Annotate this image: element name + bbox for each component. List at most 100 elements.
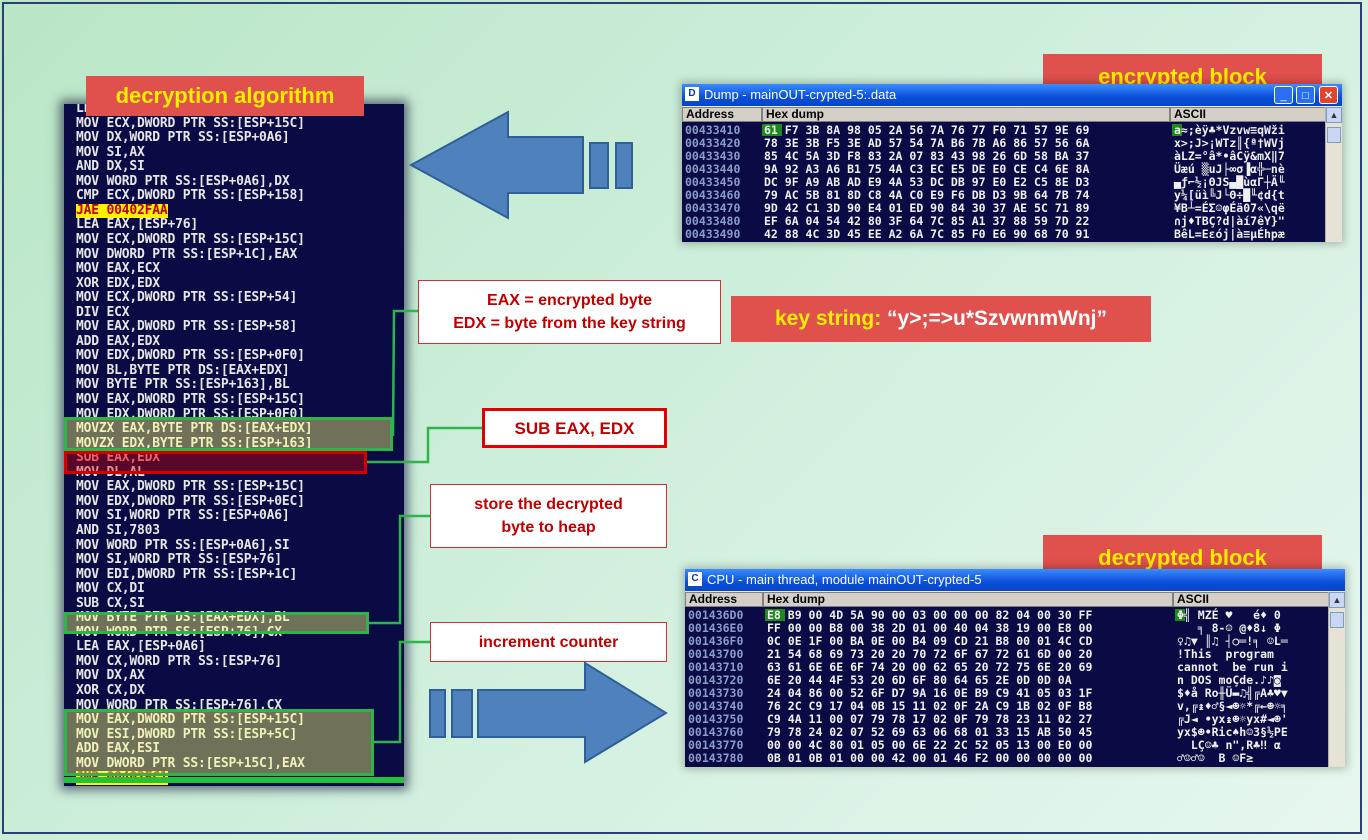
asm-line[interactable]: MOV EAX,DWORD PTR SS:[ESP+58] xyxy=(76,319,298,335)
dump-address-header[interactable]: Address xyxy=(682,107,762,122)
asm-line[interactable]: CMP ECX,DWORD PTR SS:[ESP+158] xyxy=(76,188,305,204)
hex-row-bytes: 21 54 68 69 73 20 20 70 72 6F 67 72 61 6… xyxy=(767,647,1093,661)
hex-row-ascii: ♂☺♂☺ B ☺F≥ xyxy=(1177,751,1288,765)
cpu-body[interactable]: 001436D0 E8 B9 00 4D 5A 90 00 03 00 00 00… xyxy=(685,607,1329,767)
asm-line[interactable]: DIV ECX xyxy=(76,304,130,320)
hex-row-address: 00143780 xyxy=(688,751,744,765)
hex-row-ascii: ▄ƒ⌐½¡ΘJS▄█ùαΓ┼Ä╙ xyxy=(1174,175,1285,189)
hex-row-bytes: 79 78 24 02 07 52 69 63 06 68 01 33 15 A… xyxy=(767,725,1093,739)
selected-byte-highlight xyxy=(1175,609,1185,621)
dump-window-icon: D xyxy=(685,87,699,101)
asm-line[interactable]: AND SI,7803 xyxy=(76,522,160,538)
cpu-ascii-header[interactable]: ASCII xyxy=(1173,592,1329,607)
hex-row-ascii: a≈;èÿ♣*Vzvw≡qWži xyxy=(1174,123,1285,137)
key-string-value: “y>;=>u*SzvwnmWnj” xyxy=(887,307,1107,330)
asm-line[interactable]: MOV EAX,DWORD PTR SS:[ESP+15C] xyxy=(76,392,305,407)
asm-line[interactable]: AND DX,SI xyxy=(76,159,145,175)
scroll-thumb[interactable] xyxy=(1330,612,1344,628)
dump-ascii-header[interactable]: ASCII xyxy=(1170,107,1326,122)
hex-row-bytes: C9 4A 11 00 07 79 78 17 02 0F 79 78 23 1… xyxy=(767,712,1093,726)
asm-line[interactable]: MOV BL,BYTE PTR DS:[EAX+EDX] xyxy=(76,362,290,378)
asm-line[interactable]: MOV ECX,DWORD PTR SS:[ESP+15C] xyxy=(76,231,305,247)
store-note-line2: byte to heap xyxy=(501,519,596,536)
asm-line[interactable]: MOV EAX,DWORD PTR SS:[ESP+15C] xyxy=(76,479,305,495)
asm-line[interactable]: XOR EDX,EDX xyxy=(76,275,160,291)
scroll-up-icon[interactable]: ▲ xyxy=(1326,107,1342,123)
scroll-up-icon[interactable]: ▲ xyxy=(1329,592,1345,608)
asm-line[interactable]: MOV EDI,DWORD PTR SS:[ESP+1C] xyxy=(76,566,298,582)
asm-line[interactable]: MOV CX,DI xyxy=(76,581,145,597)
asm-line[interactable]: MOV WORD PTR SS:[ESP+76],CX xyxy=(76,697,282,713)
asm-line[interactable]: MOV EAX,ECX xyxy=(76,261,160,277)
asm-line[interactable]: MOV ECX,DWORD PTR SS:[ESP+54] xyxy=(76,290,298,306)
asm-line[interactable]: MOV WORD PTR SS:[ESP+0A6],SI xyxy=(76,537,290,553)
cpu-scrollbar[interactable]: ▲ xyxy=(1328,592,1345,767)
asm-line[interactable]: MOV EDX,DWORD PTR SS:[ESP+0EC] xyxy=(76,493,305,509)
asm-line[interactable]: MOV DWORD PTR SS:[ESP+1C],EAX xyxy=(76,246,298,262)
asm-line[interactable]: MOV BYTE PTR SS:[ESP+163],BL xyxy=(76,377,290,393)
asm-line[interactable]: MOV DWORD PTR SS:[ESP+15C],EAX xyxy=(76,755,305,771)
asm-line[interactable]: MOV CX,WORD PTR SS:[ESP+76] xyxy=(76,653,282,669)
asm-line[interactable]: JAE 00402FAA xyxy=(76,202,168,218)
hex-row-ascii: ╕ 8-☺ @♦8↓ Φ xyxy=(1177,621,1288,635)
asm-line[interactable]: LEA EAX,[ESP+0A6] xyxy=(76,639,206,655)
cpu-window-icon: C xyxy=(688,572,702,586)
asm-line[interactable]: MOV WORD PTR SS:[ESP+0A6],DX xyxy=(76,173,290,189)
hex-row-ascii: Üæú ▒uJ├∞σ▐α╬─nè xyxy=(1174,162,1285,176)
maximize-button[interactable]: □ xyxy=(1296,86,1315,104)
store-note-line1: store the decrypted xyxy=(474,496,623,513)
dump-scrollbar[interactable]: ▲ xyxy=(1325,107,1342,242)
hex-row-ascii: y¼[üì╚J└Θ÷█╙¢d{t xyxy=(1174,188,1285,202)
hex-row-ascii: àLZ=°â*•âCÿ&mX‖7 xyxy=(1174,149,1285,163)
asm-line[interactable]: MOV DX,AX xyxy=(76,668,145,684)
hex-row-address: 00143770 xyxy=(688,738,744,752)
hex-row-ascii: Φ╣ MZÉ ♥ é♦ 0 xyxy=(1177,608,1288,622)
asm-line[interactable]: MOV SI,AX xyxy=(76,144,145,160)
hex-row-bytes: E8 B9 00 4D 5A 90 00 03 00 00 00 82 04 0… xyxy=(767,608,1093,622)
eax-note: EAX = encrypted byte xyxy=(487,292,652,309)
highlight-increment xyxy=(64,709,374,776)
asm-line[interactable]: SUB EAX,EDX xyxy=(76,450,160,466)
scroll-thumb[interactable] xyxy=(1327,127,1341,143)
minimize-button[interactable]: _ xyxy=(1274,86,1293,104)
dump-titlebar[interactable]: D Dump - mainOUT-crypted-5:.data _ □ ✕ xyxy=(682,84,1342,106)
hex-row-ascii: !This program xyxy=(1177,647,1288,661)
asm-line[interactable]: MOV DX,WORD PTR SS:[ESP+0A6] xyxy=(76,130,290,146)
edx-note: EDX = byte from the key string xyxy=(453,315,686,332)
asm-line[interactable]: ADD EAX,EDX xyxy=(76,333,160,349)
asm-line[interactable]: ADD EAX,ESI xyxy=(76,741,160,757)
asm-line[interactable]: LEA EAX,[ESP+76] xyxy=(76,217,199,233)
hex-row-bytes: EF 6A 04 54 42 80 3F 64 7C 85 A1 37 88 5… xyxy=(764,214,1090,228)
hex-row-address: 00433460 xyxy=(685,188,741,202)
hex-row-bytes: 0C 0E 1F 00 BA 0E 00 B4 09 CD 21 B8 00 0… xyxy=(767,634,1093,648)
hex-row-ascii: $♦å Ro╫Ü▬♫╣╔A♣♥▼ xyxy=(1177,686,1288,700)
dump-hex-header[interactable]: Hex dump xyxy=(762,107,1170,122)
cpu-titlebar[interactable]: C CPU - main thread, module mainOUT-cryp… xyxy=(685,569,1345,591)
hex-row-address: 001436D0 xyxy=(688,608,744,622)
asm-line[interactable]: MOV SI,WORD PTR SS:[ESP+76] xyxy=(76,552,282,568)
cpu-address-header[interactable]: Address xyxy=(685,592,763,607)
asm-line[interactable]: MOV EAX,DWORD PTR SS:[ESP+15C] xyxy=(76,712,305,728)
hex-row-address: 00433470 xyxy=(685,201,741,215)
hex-row-address: 001436E0 xyxy=(688,621,744,635)
dump-title: Dump - mainOUT-crypted-5:.data xyxy=(704,87,897,102)
cpu-hex-header[interactable]: Hex dump xyxy=(763,592,1173,607)
asm-line[interactable]: MOV EDX,DWORD PTR SS:[ESP+0F0] xyxy=(76,348,305,364)
hex-row-address: 00433430 xyxy=(685,149,741,163)
asm-line[interactable]: SUB CX,SI xyxy=(76,595,145,611)
hex-row-ascii: cannot be run i xyxy=(1177,660,1288,674)
hex-row-bytes: 79 AC 5B 81 8D C8 4A C0 E9 F6 DB D3 9B 6… xyxy=(764,188,1090,202)
hex-row-bytes: 61 F7 3B 8A 98 05 2A 56 7A 76 77 F0 71 5… xyxy=(764,123,1090,137)
asm-line[interactable]: MOVZX EAX,BYTE PTR DS:[EAX+EDX] xyxy=(76,421,313,437)
hex-row-address: 00433440 xyxy=(685,162,741,176)
asm-line[interactable]: MOV ECX,DWORD PTR SS:[ESP+15C] xyxy=(76,115,305,131)
cpu-title: CPU - main thread, module mainOUT-crypte… xyxy=(707,572,982,587)
asm-line[interactable]: MOV SI,WORD PTR SS:[ESP+0A6] xyxy=(76,508,290,524)
asm-line[interactable]: XOR CX,DX xyxy=(76,683,145,698)
hex-row-ascii: x>;J>¡WTz║{ª†WVj xyxy=(1174,136,1285,150)
close-button[interactable]: ✕ xyxy=(1319,86,1338,104)
asm-line[interactable]: MOV ESI,DWORD PTR SS:[ESP+5C] xyxy=(76,726,298,742)
asm-line[interactable]: MOVZX EDX,BYTE PTR SS:[ESP+163] xyxy=(76,435,313,451)
hex-row-bytes: 0B 01 0B 01 00 00 42 00 01 46 F2 00 00 0… xyxy=(767,751,1093,765)
